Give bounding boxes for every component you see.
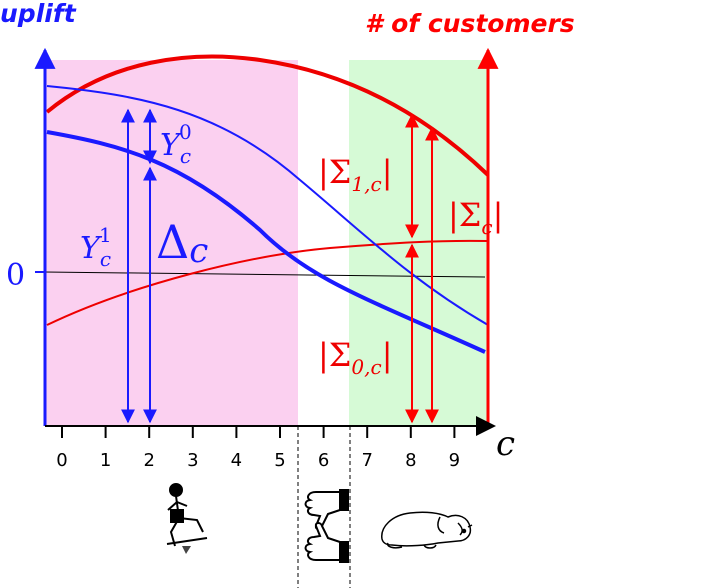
x-tick-label: 4 bbox=[231, 450, 242, 471]
x-tick-label: 7 bbox=[361, 450, 372, 471]
x-ticks: 0 1 2 3 4 5 6 7 8 9 bbox=[56, 426, 460, 471]
y0-label-base: Y bbox=[160, 128, 183, 163]
zero-label: 0 bbox=[6, 258, 25, 293]
sigmac-label-close: | bbox=[493, 196, 504, 234]
sigmac-label-sub: c bbox=[481, 215, 492, 239]
sigma1-label-close: | bbox=[382, 153, 393, 191]
x-tick-label: 2 bbox=[143, 450, 154, 471]
y1-label-sub: c bbox=[100, 247, 111, 271]
figure-on-seesaw-icon bbox=[166, 483, 208, 554]
x-tick-label: 5 bbox=[274, 450, 285, 471]
sigma0-label: |Σ0,c| bbox=[318, 336, 392, 379]
y0-label-sub: c bbox=[180, 144, 191, 168]
thumbs-up-icon bbox=[304, 522, 349, 563]
sigma1-label-base: |Σ bbox=[318, 153, 351, 191]
y1-label: Yc1 bbox=[80, 223, 112, 271]
sigma1-label: |Σ1,c| bbox=[318, 153, 392, 196]
sigma0-label-base: |Σ bbox=[318, 336, 351, 374]
customers-axis-title: # of customers bbox=[365, 9, 575, 38]
c-axis-label: c bbox=[496, 424, 515, 464]
x-tick-label: 0 bbox=[56, 450, 67, 471]
delta-label-base: Δ bbox=[156, 215, 189, 269]
x-tick-label: 6 bbox=[318, 450, 329, 471]
sigmac-label-base: |Σ bbox=[448, 196, 481, 234]
x-tick-label: 9 bbox=[449, 450, 460, 471]
sleeping-dog-icon bbox=[381, 511, 473, 549]
y1-label-base: Y bbox=[80, 231, 103, 266]
delta-label-sub: c bbox=[189, 231, 208, 271]
y0-label-sup: 0 bbox=[179, 120, 192, 144]
sigma0-label-close: | bbox=[382, 336, 393, 374]
sigma0-label-sub: 0,c bbox=[351, 355, 381, 379]
sigmac-label: |Σc| bbox=[448, 196, 503, 239]
uplift-axis-title: uplift bbox=[0, 0, 77, 28]
y1-curve bbox=[46, 130, 486, 354]
y0-curve bbox=[46, 85, 489, 326]
x-tick-label: 1 bbox=[100, 450, 111, 471]
thumbs-down-icon bbox=[304, 489, 349, 530]
sigma1-label-sub: 1,c bbox=[351, 172, 381, 196]
delta-label: Δc bbox=[156, 215, 208, 271]
x-tick-label: 3 bbox=[187, 450, 198, 471]
pink-region bbox=[45, 60, 298, 426]
x-tick-label: 8 bbox=[405, 450, 416, 471]
c-axis-arrowhead bbox=[476, 416, 496, 436]
y0-label: Yc0 bbox=[160, 120, 192, 168]
y1-label-sup: 1 bbox=[99, 223, 112, 247]
